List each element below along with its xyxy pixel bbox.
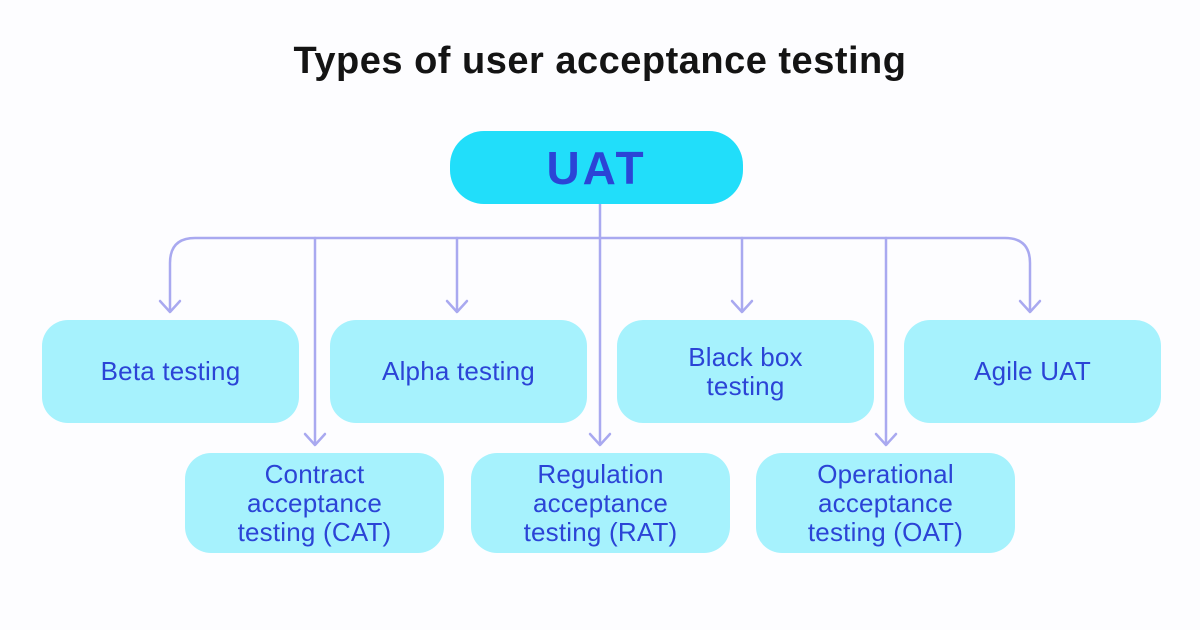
arrowhead-rat <box>588 432 612 447</box>
node-black-box-testing-label: Black box testing <box>688 341 803 401</box>
arrowhead-black <box>730 299 754 314</box>
node-regulation-acceptance-testing: Regulation acceptance testing (RAT) <box>471 453 730 553</box>
arrowhead-beta <box>158 299 182 314</box>
node-beta-testing-label: Beta testing <box>100 356 241 386</box>
node-operational-acceptance-testing-label: Operational acceptance testing (OAT) <box>807 458 964 547</box>
node-alpha-testing-label: Alpha testing <box>382 356 535 386</box>
node-operational-acceptance-testing: Operational acceptance testing (OAT) <box>756 453 1015 553</box>
node-regulation-acceptance-testing-label: Regulation acceptance testing (RAT) <box>523 458 678 547</box>
arrowhead-oat <box>874 432 898 447</box>
page-title: Types of user acceptance testing <box>293 40 907 82</box>
arrowhead-alpha <box>445 299 469 314</box>
connector-rail <box>168 236 1032 313</box>
arrowhead-cat <box>303 432 327 447</box>
node-beta-testing: Beta testing <box>42 320 299 423</box>
node-uat-label: UAT <box>546 141 647 194</box>
node-uat: UAT <box>450 131 743 204</box>
node-black-box-testing: Black box testing <box>617 320 874 423</box>
node-agile-uat-label: Agile UAT <box>974 356 1091 386</box>
node-alpha-testing: Alpha testing <box>330 320 587 423</box>
node-contract-acceptance-testing: Contract acceptance testing (CAT) <box>185 453 444 553</box>
node-agile-uat: Agile UAT <box>904 320 1161 423</box>
node-contract-acceptance-testing-label: Contract acceptance testing (CAT) <box>237 458 392 547</box>
arrowhead-agile <box>1018 299 1042 314</box>
